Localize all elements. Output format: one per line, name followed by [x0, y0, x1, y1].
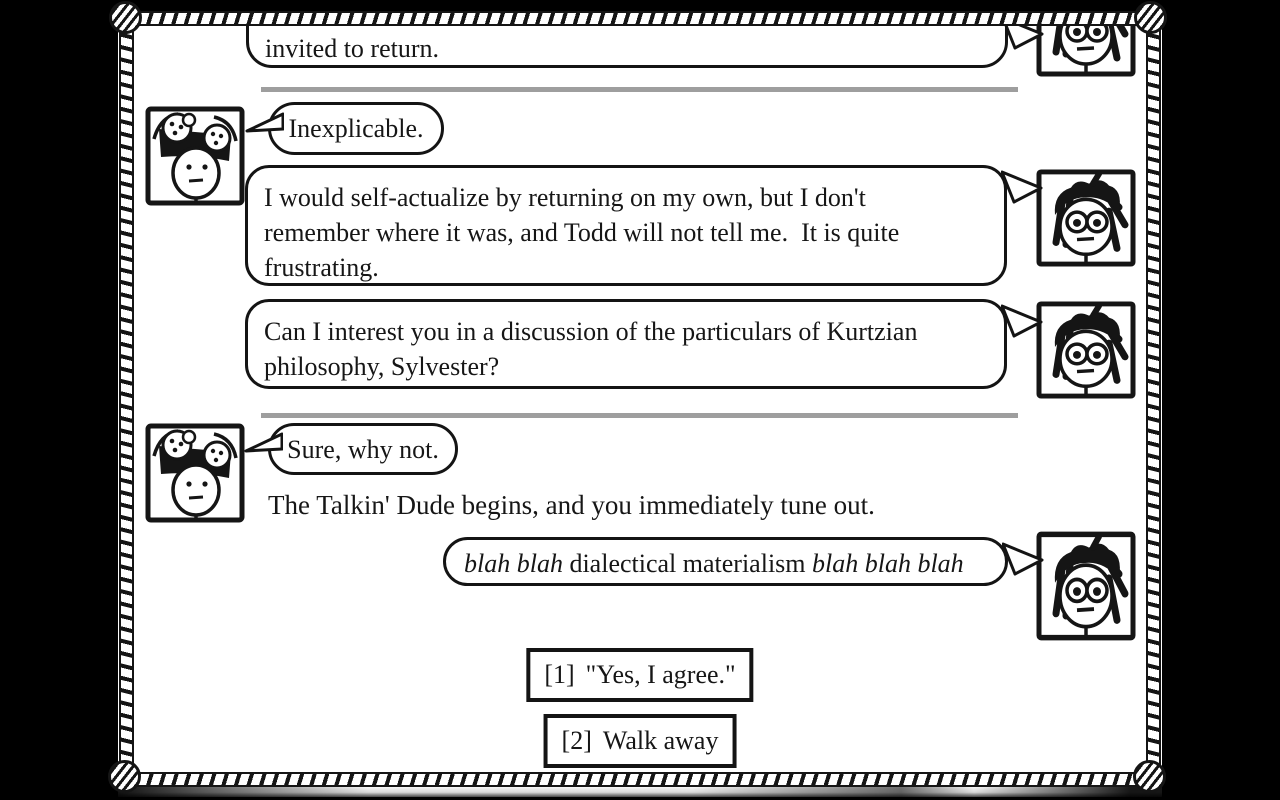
talkin-dude-portrait-icon	[1035, 300, 1137, 400]
blah-tail: blah blah blah	[812, 549, 964, 578]
paper-bottom-shadow	[118, 786, 1162, 800]
speech-bubble-player: Inexplicable.	[268, 102, 444, 155]
npc-message-text: blah blah dialectical materialism blah b…	[464, 546, 987, 581]
option-key: [2]	[561, 726, 592, 755]
speech-tail-icon	[1001, 170, 1043, 204]
player-message-text: Inexplicable.	[288, 114, 424, 143]
npc-message-text: Can I interest you in a discussion of th…	[264, 317, 918, 381]
speech-bubble-player: Sure, why not.	[268, 423, 458, 475]
letterbox-top	[0, 0, 1280, 11]
speech-bubble-npc: Can I interest you in a discussion of th…	[245, 299, 1007, 389]
rope-border-top	[116, 11, 1164, 26]
letterbox-left	[0, 0, 118, 800]
dialogue-option-1[interactable]: [1] "Yes, I agree."	[526, 648, 754, 702]
npc-message-text: I would self-actualize by returning on m…	[264, 183, 900, 282]
option-label: Walk away	[602, 726, 719, 755]
npc-message-text: invited to return.	[265, 34, 440, 63]
player-message-text: Sure, why not.	[287, 434, 439, 464]
letterbox-right	[1162, 0, 1280, 800]
dialogue-option-2[interactable]: [2] Walk away	[543, 714, 737, 768]
speech-tail-icon	[1002, 542, 1044, 576]
option-key: [1]	[544, 660, 575, 689]
talkin-dude-portrait-icon	[1035, 530, 1137, 642]
rope-knot-icon	[1134, 1, 1167, 34]
speech-tail-icon	[245, 112, 284, 133]
speech-bubble-npc: I would self-actualize by returning on m…	[245, 165, 1007, 286]
talkin-dude-portrait-icon	[1035, 168, 1137, 268]
rope-border-left	[119, 11, 134, 787]
message-divider	[261, 87, 1018, 92]
blah-middle: dialectical materialism	[562, 549, 813, 578]
message-divider	[261, 413, 1018, 418]
player-hat-portrait-icon	[144, 105, 246, 207]
option-label: "Yes, I agree."	[585, 660, 736, 689]
speech-tail-icon	[244, 432, 283, 453]
letterbox-bottom	[0, 797, 1280, 800]
rope-knot-icon	[109, 1, 142, 34]
speech-tail-icon	[1001, 304, 1043, 338]
rope-border-right	[1146, 11, 1161, 787]
player-hat-portrait-icon	[144, 422, 246, 524]
rope-knot-icon	[108, 760, 141, 793]
rope-border-bottom	[116, 772, 1164, 787]
rope-knot-icon	[1133, 760, 1166, 793]
narration-text: The Talkin' Dude begins, and you immedia…	[268, 490, 875, 520]
blah-lead: blah blah	[464, 549, 563, 578]
speech-bubble-npc: blah blah dialectical materialism blah b…	[443, 537, 1008, 586]
